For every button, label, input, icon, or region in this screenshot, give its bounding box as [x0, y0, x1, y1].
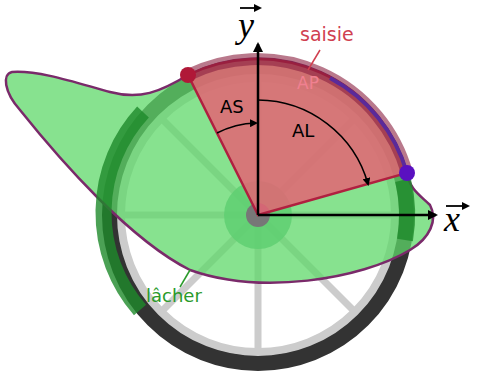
- tire-green: [403, 180, 407, 240]
- leader-line: [308, 50, 320, 70]
- y-axis: [257, 44, 260, 215]
- leader-line: [180, 270, 190, 287]
- tire-red: [188, 59, 407, 173]
- axis-label: x: [444, 200, 460, 240]
- outline-arc: [330, 78, 407, 173]
- zone-label: AP: [297, 74, 319, 93]
- angle-label: AL: [292, 121, 314, 141]
- angle-arc: [217, 123, 256, 133]
- zone-label: saisie: [300, 24, 354, 45]
- release-point: [399, 165, 415, 181]
- grip-point: [180, 67, 196, 83]
- angle-label: AS: [220, 97, 244, 117]
- tire-green: [103, 112, 143, 310]
- axis-label: y: [238, 6, 254, 46]
- x-axis: [258, 214, 436, 217]
- angle-arc: [258, 100, 368, 184]
- zone-label: lâcher: [146, 286, 202, 306]
- grip-sector: [188, 59, 407, 215]
- release-zone: [6, 59, 433, 283]
